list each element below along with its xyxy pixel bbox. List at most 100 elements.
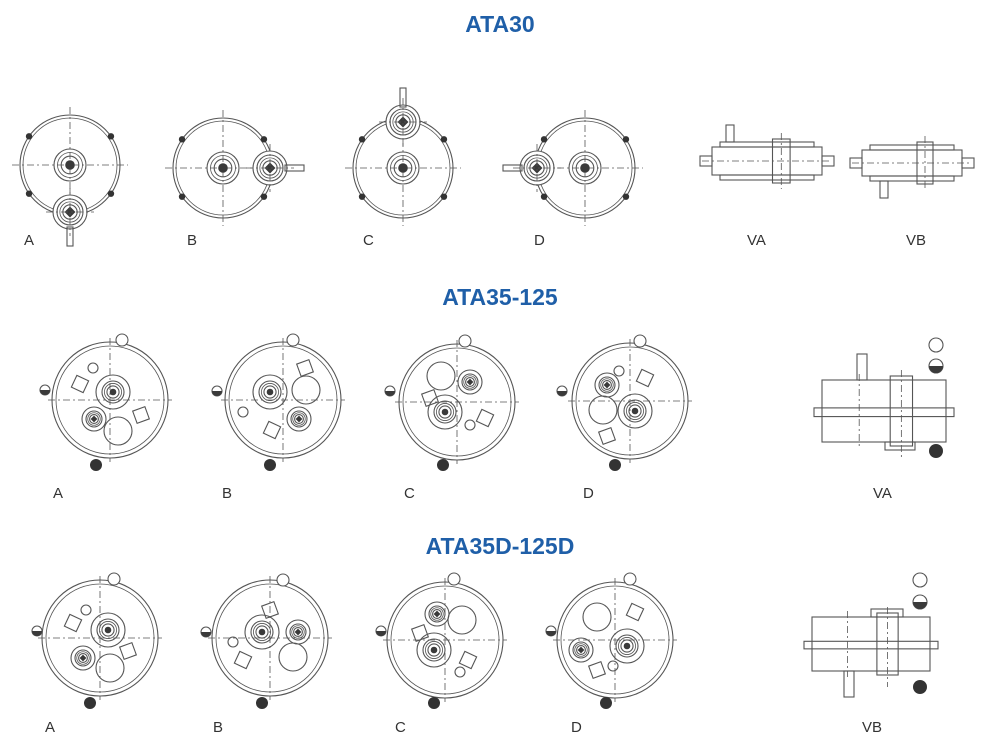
vent-hole: [464, 419, 476, 431]
oil-level-plug-half: [385, 391, 395, 396]
label-ata30-d: D: [534, 232, 545, 249]
input-shaft-stub: [843, 670, 855, 698]
shaft-boss-outer: [615, 634, 639, 658]
shaft-center-mark: [580, 163, 590, 173]
shaft-boss-inner: [89, 414, 99, 424]
input-shaft-stub: [399, 87, 407, 108]
inspection-window: [118, 641, 138, 661]
vent-hole: [87, 362, 99, 374]
breather-plug-icon: [623, 572, 637, 586]
oil-level-plug-half: [546, 631, 556, 636]
idler-lobe: [278, 642, 308, 672]
inspection-window: [63, 613, 83, 633]
housing-bolt: [540, 193, 548, 200]
output-lobe: [427, 394, 463, 430]
input-shaft-stub: [502, 164, 523, 172]
input-lobe: [70, 645, 96, 671]
inspection-window: [587, 660, 607, 680]
shaft-boss-inner: [213, 158, 233, 178]
ata35-position-b-drawing: [211, 333, 345, 471]
idler-lobe: [291, 375, 321, 405]
shaft-boss-outer: [598, 376, 616, 394]
shaft-boss-ring: [425, 641, 443, 659]
shaft-boss-outer: [290, 410, 308, 428]
label-ata30-c: C: [363, 232, 374, 249]
output-shaft-right: [821, 155, 835, 167]
oil-drain-plug-icon: [600, 697, 612, 709]
oil-drain-plug-icon: [609, 459, 621, 471]
oil-drain-plug-icon: [437, 459, 449, 471]
shaft-boss-outer: [258, 380, 282, 404]
mounting-flange: [813, 407, 955, 418]
inspection-window: [420, 388, 440, 408]
oil-level-plug-half: [201, 632, 211, 637]
inspection-window: [70, 374, 90, 394]
output-lobe: [416, 632, 452, 668]
breather-plug-icon: [286, 333, 300, 347]
label-ata35d-c: C: [395, 719, 406, 736]
oil-level-plug-half: [929, 366, 943, 373]
housing-top-rib: [719, 141, 815, 148]
shaft-boss-inner: [602, 380, 612, 390]
shaft-boss-outer: [428, 605, 446, 623]
label-ata30-a: A: [24, 232, 34, 249]
shaft-boss-outer: [461, 373, 479, 391]
section-title-ata35d-125d: ATA35D-125D: [426, 533, 575, 559]
shaft-boss-ring: [253, 623, 271, 641]
ata35d-position-vb-drawing: [803, 572, 939, 698]
oil-level-plug-half: [376, 631, 386, 636]
idler-lobe: [447, 605, 477, 635]
shaft-boss-ring: [430, 607, 444, 621]
ata30-position-a-drawing: [12, 107, 128, 247]
housing-bolt: [107, 133, 115, 140]
shaft-key-marker: [64, 206, 76, 218]
housing-bolt: [622, 193, 630, 200]
inspection-window: [233, 650, 253, 670]
shaft-boss-inner: [432, 609, 442, 619]
shaft-boss-ring: [574, 643, 588, 657]
output-lobe: [252, 374, 288, 410]
shaft-boss-inner: [628, 404, 642, 418]
input-shaft-stub: [284, 164, 305, 172]
shaft-key-marker: [577, 646, 585, 654]
shaft-boss-outer: [101, 380, 125, 404]
oil-level-plug-half: [32, 631, 42, 636]
input-shaft-stub: [856, 353, 868, 381]
housing-bolt: [622, 136, 630, 143]
mounting-flange: [803, 640, 939, 650]
ata35d-position-d-drawing: [545, 572, 677, 709]
vent-hole: [454, 666, 466, 678]
housing-bolt: [178, 136, 186, 143]
shaft-boss-outer: [623, 399, 647, 423]
vent-hole: [227, 636, 239, 648]
shaft-boss-outer: [250, 620, 274, 644]
shaft-boss-inner: [60, 155, 80, 175]
shaft-boss-ring: [261, 383, 279, 401]
ata35d-position-c-drawing: [375, 572, 507, 709]
shaft-boss-inner: [575, 158, 595, 178]
oil-drain-plug-icon: [256, 697, 268, 709]
inspection-window: [260, 600, 280, 620]
shaft-boss-ring: [572, 155, 598, 181]
breather-plug-icon: [115, 333, 129, 347]
input-lobe: [568, 637, 594, 663]
inspection-window: [410, 623, 430, 643]
label-ata35-c: C: [404, 485, 415, 502]
oil-drain-plug-icon: [264, 459, 276, 471]
oil-level-plug-half: [212, 391, 222, 396]
shaft-boss-inner: [101, 623, 115, 637]
shaft-boss-outer: [422, 638, 446, 662]
idler-lobe: [588, 395, 618, 425]
oil-drain-plug-icon: [929, 444, 943, 458]
shaft-boss-inner: [106, 385, 120, 399]
label-ata30-va: VA: [747, 232, 766, 249]
shaft-boss-outer: [74, 649, 92, 667]
idler-lobe: [426, 361, 456, 391]
vent-hole: [613, 365, 625, 377]
label-ata35-b: B: [222, 485, 232, 502]
label-ata35-a: A: [53, 485, 63, 502]
housing-bolt: [25, 190, 33, 197]
oil-drain-plug-icon: [84, 697, 96, 709]
breather-plug-icon: [276, 573, 290, 587]
shaft-center-mark: [109, 388, 117, 396]
